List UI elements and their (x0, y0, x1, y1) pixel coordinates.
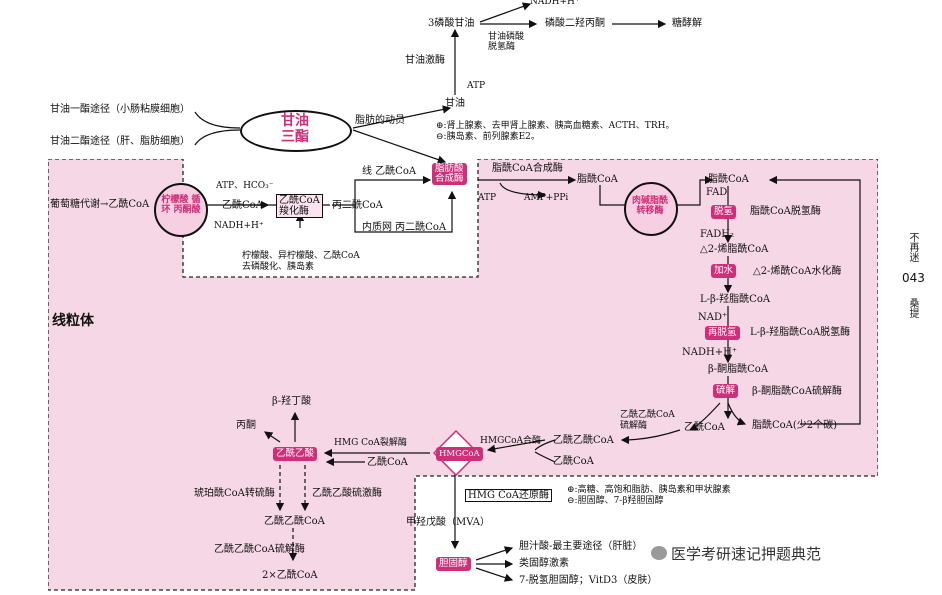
citrate-cycle-label: 柠檬酸 循环 丙酮酸 (161, 195, 201, 215)
glycerol-kinase-label: 甘油激酶 (405, 55, 445, 66)
acyl-coa-beta-label: 脂酰CoA (708, 174, 749, 185)
glucose-metabolism-label: 葡萄糖代谢→乙酰CoA (50, 199, 150, 210)
nadh-top-label: NADH+H⁺ (530, 0, 580, 7)
amp-ppi-label: AMP+PPi (524, 193, 569, 203)
watermark: 医学考研速记押题典范 (651, 543, 821, 563)
hormones-negative-label: ⊖:胰岛素、前列腺素E2。 (436, 132, 540, 142)
aa-thiolase-label: 乙酰乙酰CoA硫解酶 (214, 544, 305, 555)
diglyceride-pathway-label: 甘油二酯途径（肝、脂肪细胞） (50, 136, 190, 147)
fatty-acid-synthase-tag: 脂肪酸 合成酶 (432, 163, 467, 185)
page-number: 043 (902, 271, 925, 285)
hydroxyacyl-dehydrogenase-label: L-β-羟脂酰CoA脱氢酶 (750, 327, 851, 338)
acetoacetyl-thiolase-label: 乙酰乙酰CoA 硫解酶 (620, 410, 675, 431)
glycerol-3-phosphate-label: 3磷酸甘油 (428, 18, 475, 29)
triglyceride-label: 甘油 三酯 (281, 113, 309, 145)
acetyl-coa-ketone-label: 乙酰CoA (367, 457, 408, 468)
watermark-text: 医学考研速记押题典范 (671, 544, 822, 563)
hmg-lyase-label: HMG CoA裂解酶 (334, 438, 407, 448)
enoyl-hydratase-label: △2-烯酰CoA水化酶 (753, 266, 842, 277)
side-title-bottom: 桑提 (907, 298, 918, 318)
fadh2-label: FADH₂ (700, 229, 735, 240)
mva-label: 甲羟戊酸（MVA） (406, 517, 491, 528)
triglyceride-node (240, 110, 352, 152)
thiolysis-tag: 硫解 (713, 384, 739, 398)
acetoacetate-tag: 乙酰乙酸 (273, 447, 318, 461)
monoglyceride-pathway-label: 甘油一酯途径（小肠粘膜细胞） (50, 104, 190, 115)
hmg-synthase-label: HMGCoA合酶 (480, 436, 542, 446)
g3p-dehydrogenase-label: 甘油磷酸 脱氢酶 (488, 32, 525, 52)
citrate-cycle-node (154, 183, 208, 237)
malonyl-coa-label: 丙二酰CoA (332, 200, 383, 211)
fat-mobilization-label: 脂肪的动员 (355, 115, 405, 126)
enoyl-coa-label: △2-烯脂酰CoA (700, 244, 769, 255)
carnitine-transferase-node (624, 182, 678, 236)
nad-label: NAD⁺ (698, 312, 728, 323)
glycolysis-label: 糖酵解 (672, 18, 702, 29)
cholesterol-tag: 胆固醇 (436, 557, 471, 571)
linear-acetyl-label: 线 乙酰CoA (362, 166, 417, 177)
wechat-icon (651, 546, 667, 560)
shortened-acyl-coa-label: 脂酰CoA(少2个碳) (752, 420, 838, 431)
acetoacetate-kinase-label: 乙酰乙酸硫激酶 (312, 488, 382, 499)
reductase-positive-label: ⊕:高糖、高饱和脂肪、胰岛素和甲状腺素 (567, 485, 731, 495)
atp-label: ATP (467, 81, 486, 91)
thiolase-label: β-酮脂酰CoA硫解酶 (752, 386, 843, 397)
acetone-label: 丙酮 (236, 420, 256, 431)
atp-hco3-label: ATP、HCO₃⁻ (216, 181, 274, 191)
reductase-negative-label: ⊖:胆固醇、7-β羟胆固醇 (567, 496, 664, 506)
dehydrogenation-tag: 脱氢 (711, 205, 737, 219)
acyl-coa-mid-label: 脂酰CoA (577, 174, 618, 185)
nadh-beta-label: NADH+H⁺ (682, 347, 738, 358)
bile-acid-label: 胆汁酸-最主要途径（肝脏） (519, 541, 643, 552)
redehydrogenation-tag: 再脱氢 (705, 326, 740, 340)
steroid-hormone-label: 类固醇激素 (519, 558, 569, 569)
mitochondrion-region (48, 159, 878, 591)
hydroxybutyrate-label: β-羟丁酸 (272, 396, 312, 407)
succinyl-transferase-label: 琥珀酰CoA转硫酶 (194, 488, 275, 499)
acetyl-coa-beta-label: 乙酰CoA (684, 422, 725, 433)
acc-enzyme-box: 乙酰CoA 羧化酶 (276, 194, 323, 218)
acyl-synthetase-label: 脂酰CoA合成酶 (492, 163, 563, 174)
atp-mid-label: ATP (478, 193, 497, 203)
carnitine-transferase-label: 肉碱脂酰转移酶 (631, 196, 668, 216)
hmgcoa-tag: HMGCoA (436, 447, 483, 461)
acetoacetyl-coa-ketone-label: 乙酰乙酰CoA (264, 516, 325, 527)
two-acetyl-coa-label: 2×乙酰CoA (262, 570, 318, 581)
hydration-tag: 加水 (711, 264, 737, 278)
glycerol-label: 甘油 (445, 98, 465, 109)
acc-activators-label: 柠檬酸、异柠檬酸、乙酰CoA (242, 251, 360, 261)
hormones-positive-label: ⊕:肾上腺素、去甲肾上腺素、胰高血糖素、ACTH、TRH。 (436, 121, 675, 131)
hydroxyacyl-coa-label: L-β-羟脂酰CoA (700, 294, 771, 305)
acetyl-coa-left-label: 乙酰CoA (222, 200, 263, 211)
acyl-dehydrogenase-label: 脂酰CoA脱氢酶 (750, 206, 821, 217)
acetoacetyl-coa-beta-label: 乙酰乙酰CoA (553, 435, 614, 446)
er-malonyl-label: 内质网 丙二酰CoA (362, 222, 447, 233)
dhap-label: 磷酸二羟丙酮 (545, 18, 605, 29)
mitochondrion-label: 线粒体 (52, 313, 94, 329)
fad-label: FAD (706, 187, 728, 198)
hmg-reductase-box: HMG CoA还原酶 (465, 489, 553, 502)
ketoacyl-coa-label: β-酮脂酰CoA (708, 364, 769, 375)
side-title-top: 不再迷 (907, 232, 918, 262)
acetyl-coa-beta2-label: 乙酰CoA (553, 456, 594, 467)
vitd-label: 7-脱氢胆固醇；VitD3（皮肤） (519, 575, 658, 586)
nadh-left-label: NADH+H⁺ (214, 221, 264, 231)
acc-deactivators-label: 去磷酸化、胰岛素 (242, 262, 315, 272)
